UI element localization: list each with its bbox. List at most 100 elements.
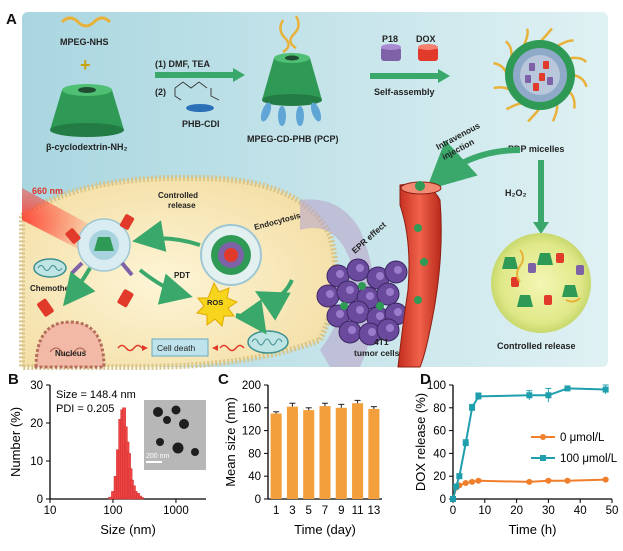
dox-drug-1 xyxy=(37,298,54,317)
pcp-label: MPEG-CD-PHB (PCP) xyxy=(247,134,339,144)
reaction-arrow-head xyxy=(233,68,245,82)
data-point xyxy=(456,473,463,480)
phb-ellipse xyxy=(186,104,214,112)
size-bar xyxy=(335,407,347,499)
dox-drug xyxy=(533,83,539,91)
cd-cone xyxy=(562,285,578,297)
p18-drug xyxy=(529,63,535,71)
pdp-micelle xyxy=(493,27,588,123)
p18-drug xyxy=(525,75,531,83)
data-point xyxy=(602,476,609,483)
tem-particle xyxy=(163,416,171,424)
h2o2-label: H₂O₂ xyxy=(505,188,527,198)
tumor-cell-nucleus xyxy=(376,312,384,320)
pcp-molecule xyxy=(260,15,322,126)
pdi-annotation: PDI = 0.205 xyxy=(56,403,114,415)
x-tick-label: 10 xyxy=(478,505,491,517)
p18-icon xyxy=(381,44,401,61)
tem-particle xyxy=(191,448,199,456)
plus-sign: + xyxy=(80,55,91,75)
y-tick-label: 20 xyxy=(30,418,43,430)
x-tick-label: 7 xyxy=(322,505,328,517)
data-point xyxy=(469,478,476,485)
cd-cone xyxy=(537,253,553,265)
tumor-cell-nucleus xyxy=(326,290,334,298)
y-tick-label: 120 xyxy=(242,426,261,438)
tumor-cell-nucleus xyxy=(368,328,376,336)
x-tick-label: 20 xyxy=(510,505,523,517)
data-point xyxy=(450,496,456,502)
cd-cone xyxy=(502,257,518,269)
cd-nh2-label: β-cyclodextrin-NH₂ xyxy=(46,142,128,152)
data-point xyxy=(462,440,469,447)
panel-b-label: B xyxy=(8,371,19,388)
micelle-in-tumor xyxy=(358,282,366,290)
tumor-label-2: tumor cells xyxy=(354,348,400,358)
size-bar xyxy=(270,413,282,499)
y-tick-label: 20 xyxy=(433,471,446,483)
y-tick-label: 60 xyxy=(433,426,446,438)
data-point xyxy=(564,385,571,392)
y-tick-label: 0 xyxy=(440,494,446,506)
x-tick-label: 30 xyxy=(542,505,555,517)
y-tick-label: 160 xyxy=(242,403,261,415)
cd-cone xyxy=(517,295,533,307)
controlled-release-label: Controlled release xyxy=(497,341,576,351)
mpeg-nhs-label: MPEG-NHS xyxy=(60,37,109,47)
data-point xyxy=(475,393,482,400)
data-point xyxy=(453,483,460,490)
panel-a: A MPEG-NHS + β-cyclodextrin-NH₂ (1) DMF,… xyxy=(6,11,608,370)
tumor-cell-nucleus xyxy=(366,292,374,300)
cell-death-label: Cell death xyxy=(157,343,196,353)
cell-death-squiggle-left xyxy=(117,344,143,352)
x-tick-label: 9 xyxy=(338,505,344,517)
data-point xyxy=(545,477,552,484)
step1-label: (1) DMF, TEA xyxy=(155,59,210,69)
injection-arrow xyxy=(426,139,521,191)
endosome-to-release-arrow xyxy=(132,220,201,252)
cyclodextrin-cone xyxy=(50,84,124,137)
x-axis-title: Size (nm) xyxy=(100,522,156,537)
legend-marker xyxy=(540,455,546,461)
release-micelle xyxy=(65,214,135,277)
tumor-cell-nucleus xyxy=(356,306,364,314)
pdp-micelles-label: PDP micelles xyxy=(508,144,564,154)
dox-label: DOX xyxy=(416,34,436,44)
x-tick-label: 11 xyxy=(352,505,364,517)
ros-burst xyxy=(195,281,239,328)
data-point xyxy=(526,392,533,399)
tem-particle xyxy=(179,419,189,429)
y-tick-label: 200 xyxy=(242,380,261,392)
dox-icon xyxy=(418,44,438,61)
tumor-cell-nucleus xyxy=(394,308,402,316)
dox-drug xyxy=(543,61,549,69)
legend-label: 100 μmol/L xyxy=(560,453,618,465)
data-point xyxy=(602,386,609,393)
dox-drug xyxy=(511,277,519,287)
x-tick-label: 50 xyxy=(606,505,619,517)
p18-drug xyxy=(576,265,584,275)
y-axis-title: DOX release (%) xyxy=(413,393,428,491)
tem-particle xyxy=(156,438,164,446)
h2o2-arrow-body xyxy=(538,160,544,222)
ros-label: ROS xyxy=(207,298,223,307)
endosome xyxy=(200,224,262,286)
micelle-in-tumor xyxy=(376,302,384,310)
x-tick-label: 3 xyxy=(289,505,295,517)
x-axis-title: Time (day) xyxy=(294,522,356,537)
y-tick-label: 0 xyxy=(255,494,261,506)
data-point xyxy=(469,404,476,411)
pdt-label: PDT xyxy=(174,271,190,280)
panel-d-label: D xyxy=(420,371,431,388)
peg-chain xyxy=(565,297,581,303)
x-axis-title: Time (h) xyxy=(509,522,557,537)
data-point xyxy=(545,392,552,399)
cell-death-arrow-right xyxy=(212,345,218,351)
p18-label: P18 xyxy=(382,34,398,44)
y-tick-label: 80 xyxy=(433,403,446,415)
y-axis-title: Number (%) xyxy=(8,407,23,477)
tumor-cell-nucleus xyxy=(386,288,394,296)
